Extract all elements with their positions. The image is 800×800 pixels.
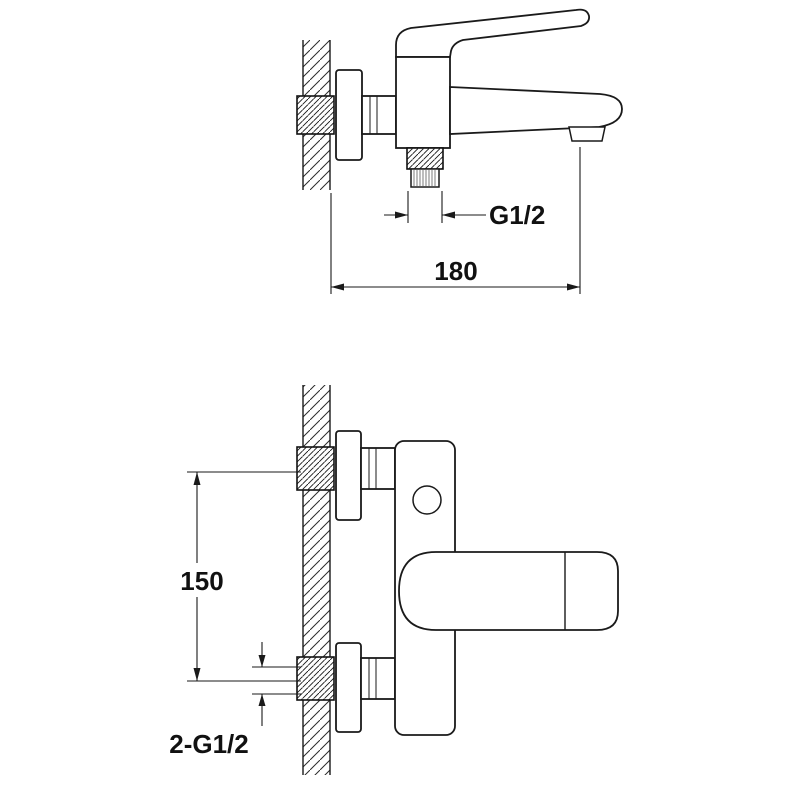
dimension-spout-reach: 180 [330, 147, 581, 294]
spout-aerator [568, 126, 606, 142]
wall-flange [335, 69, 363, 161]
arrowhead-icon [258, 655, 266, 667]
in-wall-fitting-bottom [296, 656, 335, 701]
dimension-outlet-thread: G1/2 [384, 191, 545, 230]
connection-nut-top [360, 447, 396, 490]
shower-outlet [406, 147, 444, 188]
connection-nut-bottom [360, 657, 396, 700]
mixer-body [395, 56, 451, 149]
label-backing [179, 563, 226, 597]
arrowhead-icon [395, 211, 408, 219]
in-wall-fitting-top [296, 446, 335, 491]
handle-lever [395, 8, 590, 58]
wall-flange-bottom [335, 642, 362, 733]
wall-section [302, 385, 331, 775]
dim-label-inlet-connections: 2-G1/2 [169, 729, 249, 759]
arrowhead-icon [331, 283, 344, 291]
dimension-inlet-connections: 2-G1/2 [169, 642, 301, 759]
arrowhead-icon [442, 211, 455, 219]
connection-nut [361, 95, 397, 135]
wall-flange-top [335, 430, 362, 521]
front-view: 150 2-G1/2 [169, 385, 619, 775]
arrowhead-icon [567, 283, 580, 291]
spout [449, 86, 623, 135]
arrowhead-icon [258, 694, 266, 706]
dimension-connection-spacing: 150 [179, 471, 301, 682]
diverter-knob [412, 485, 442, 515]
dim-label-spout-reach: 180 [434, 256, 477, 286]
handle-lever [398, 551, 619, 631]
dim-label-connection-spacing: 150 [180, 566, 223, 596]
arrowhead-icon [193, 668, 201, 681]
side-view: G1/2 180 [296, 8, 623, 294]
arrowhead-icon [193, 472, 201, 485]
in-wall-fitting [296, 95, 335, 135]
wall-hatch [303, 385, 330, 775]
dim-label-outlet-thread: G1/2 [489, 200, 545, 230]
